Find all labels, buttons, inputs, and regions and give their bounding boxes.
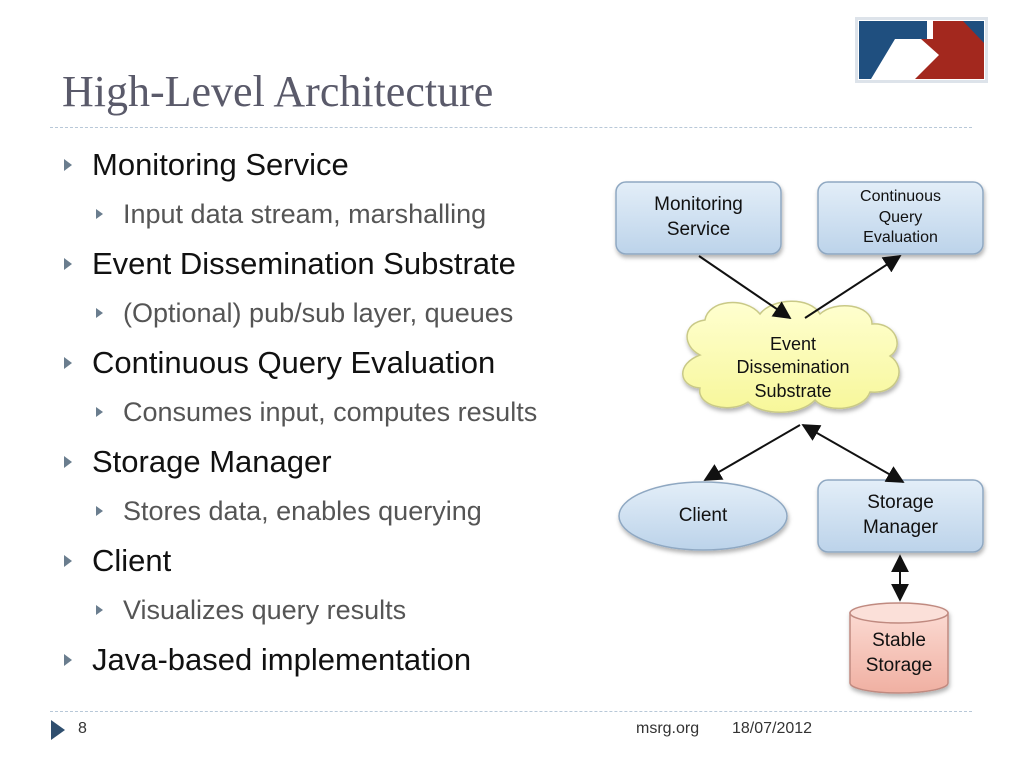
node-event-dissemination-cloud — [682, 300, 900, 413]
sub-bullet-marker-icon — [96, 209, 103, 219]
sub-bullet-visualizes: Visualizes query results — [62, 585, 602, 635]
footer-arrow-icon — [51, 720, 65, 740]
label-continuous-query-evaluation: Continuous Query Evaluation — [860, 187, 941, 247]
sub-bullet-pubsub: (Optional) pub/sub layer, queues — [62, 288, 602, 338]
sub-bullet-marker-icon — [96, 605, 103, 615]
label-client: Client — [678, 504, 728, 526]
footer-date: 18/07/2012 — [732, 720, 813, 737]
edge-eds-to-cqe — [804, 255, 902, 319]
footer-divider — [50, 711, 972, 712]
bullet-event-dissemination: Event Dissemination Substrate — [62, 239, 602, 288]
bullet-marker-icon — [64, 456, 72, 468]
bullet-marker-icon — [64, 258, 72, 270]
msrg-logo — [855, 17, 988, 83]
node-continuous-query-evaluation — [817, 181, 984, 255]
sub-bullet-marker-icon — [96, 407, 103, 417]
page-number: 8 — [78, 720, 87, 737]
bullet-continuous-query: Continuous Query Evaluation — [62, 338, 602, 387]
footer-site: msrg.org — [636, 720, 700, 737]
sub-bullet-marker-icon — [96, 308, 103, 318]
label-stable-storage: Stable Storage — [865, 630, 933, 676]
edge-monitoring-to-eds — [698, 255, 792, 320]
bullet-marker-icon — [64, 654, 72, 666]
node-monitoring-service — [615, 181, 782, 255]
sub-bullet-marker-icon — [96, 506, 103, 516]
bullet-java-implementation: Java-based implementation — [62, 635, 602, 684]
bullet-monitoring-service: Monitoring Service — [62, 140, 602, 189]
sub-bullet-stores-data: Stores data, enables querying — [62, 486, 602, 536]
bullet-marker-icon — [64, 357, 72, 369]
slide-title: High-Level Architecture — [62, 67, 494, 116]
bullet-marker-icon — [64, 555, 72, 567]
title-divider — [50, 127, 972, 128]
label-storage-manager: Storage Manager — [863, 492, 938, 538]
bullet-client: Client — [62, 536, 602, 585]
node-stable-storage-cylinder — [849, 602, 949, 694]
label-event-dissemination: Event Dissemination Substrate — [736, 333, 850, 401]
edge-eds-to-client — [703, 424, 801, 481]
logo-blue-shape — [859, 21, 927, 79]
logo-red-shape — [915, 21, 984, 79]
logo-blue-accent — [963, 21, 984, 43]
bullet-list: Monitoring Service Input data stream, ma… — [62, 140, 602, 684]
bullet-marker-icon — [64, 159, 72, 171]
sub-bullet-input-stream: Input data stream, marshalling — [62, 189, 602, 239]
bullet-storage-manager: Storage Manager — [62, 437, 602, 486]
edge-eds-storage-manager — [801, 424, 905, 483]
sub-bullet-consumes-input: Consumes input, computes results — [62, 387, 602, 437]
label-monitoring-service: Monitoring Service — [654, 194, 743, 240]
node-client-ellipse — [618, 481, 788, 551]
